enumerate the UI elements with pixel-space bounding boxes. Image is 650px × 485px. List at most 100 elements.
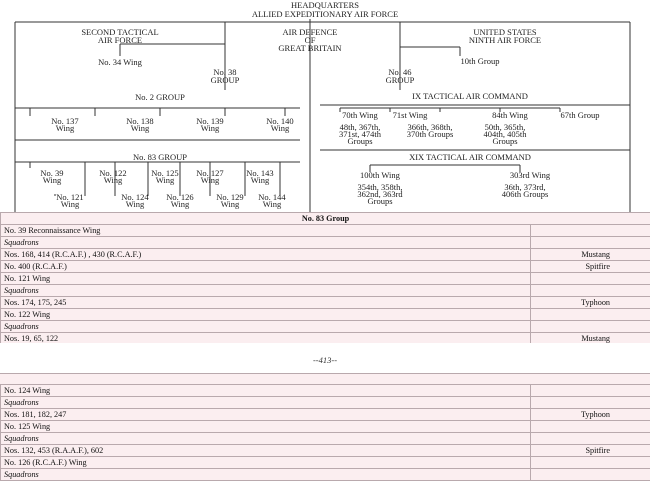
ix-tac: IX TACTICAL AIR COMMAND: [412, 91, 528, 101]
no144-line-1: No. 144: [258, 192, 286, 202]
chart-lines: [14, 19, 631, 212]
no46-line-1: No. 46: [388, 67, 411, 77]
no139-line-2: Wing: [201, 123, 220, 133]
no46-line-2: GROUP: [386, 75, 415, 85]
no2-group: No. 2 GROUP: [135, 92, 185, 102]
separator-band: [0, 373, 650, 385]
xix-wing-100: 100th Wing: [360, 170, 401, 180]
no126-line-1: No. 126: [166, 192, 193, 202]
no38-line-2: GROUP: [211, 75, 240, 85]
unit-cell: No. 400 (R.C.A.F.): [0, 260, 531, 273]
aircraft-type-cell: [530, 468, 650, 481]
aircraft-type-cell: [529, 284, 650, 297]
aircraft-type-cell: Typhoon: [529, 296, 650, 309]
no121-line-2: Wing: [61, 199, 80, 209]
table-header-row: No. 83 Group: [0, 212, 650, 225]
no138-line-2: Wing: [131, 123, 150, 133]
table-row: No. 126 (R.C.A.F.) Wing: [0, 456, 650, 469]
no143-line-1: No. 143: [246, 168, 273, 178]
second-taf-line-2: AIR FORCE: [98, 35, 142, 45]
no39-line-1: No. 39: [40, 168, 63, 178]
unit-cell: No. 122 Wing: [0, 308, 531, 321]
page-separator: --413--: [0, 343, 650, 385]
us-ninth-line-2: NINTH AIR FORCE: [469, 35, 541, 45]
unit-cell: Squadrons: [0, 468, 531, 481]
ix-group-67: 67th Group: [561, 110, 600, 120]
no129-line-1: No. 129: [216, 192, 243, 202]
table-row: Squadrons: [0, 396, 650, 409]
unit-cell: Nos. 168, 414 (R.C.A.F.) , 430 (R.C.A.F.…: [0, 248, 531, 261]
no127-line-2: Wing: [201, 175, 220, 185]
table-row: Squadrons: [0, 320, 650, 333]
aircraft-type-cell: Spitfire: [530, 444, 650, 457]
no34-wing: No. 34 Wing: [98, 57, 142, 67]
no144-line-2: Wing: [263, 199, 282, 209]
table-row: No. 400 (R.C.A.F.)Spitfire: [0, 260, 650, 273]
ix-groups-71-line-2: 370th Groups: [407, 129, 454, 139]
unit-cell: No. 124 Wing: [0, 384, 531, 397]
ix-groups-84-line-1: 50th, 365th,: [485, 122, 526, 132]
aircraft-type-cell: [529, 320, 650, 333]
no127-line-1: No. 127: [196, 168, 223, 178]
table-row: Squadrons: [0, 468, 650, 481]
ix-wing-71: 71st Wing: [393, 110, 428, 120]
aircraft-type-cell: Typhoon: [530, 408, 650, 421]
xix-groups-100-line-2: 362nd, 363rd: [357, 189, 403, 199]
no125-line-2: Wing: [156, 175, 175, 185]
unit-cell: Squadrons: [0, 236, 531, 249]
ix-groups-71-line-1: 366th, 368th,: [407, 122, 452, 132]
unit-cell: No. 125 Wing: [0, 420, 531, 433]
unit-cell: Nos. 174, 175, 245: [0, 296, 531, 309]
table-row: Squadrons: [0, 236, 650, 249]
hq-line-1: HEADQUARTERS: [291, 0, 359, 10]
aircraft-type-cell: [530, 456, 650, 469]
hq-line-2: ALLIED EXPEDITIONARY AIR FORCE: [252, 9, 398, 19]
ix-groups-70-line-2: 371st, 474th: [339, 129, 382, 139]
table-header: No. 83 Group: [0, 212, 650, 225]
chart-labels: HEADQUARTERS ALLIED EXPEDITIONARY AIR FO…: [40, 0, 599, 209]
table-row: Squadrons: [0, 284, 650, 297]
table-row: No. 121 Wing: [0, 272, 650, 285]
table-row: Nos. 168, 414 (R.C.A.F.) , 430 (R.C.A.F.…: [0, 248, 650, 261]
air-defence-line-3: GREAT BRITAIN: [278, 43, 341, 53]
aircraft-type-cell: [529, 308, 650, 321]
ix-wing-70: 70th Wing: [342, 110, 378, 120]
no139-line-1: No. 139: [196, 116, 223, 126]
no143-line-2: Wing: [251, 175, 270, 185]
table-row: Squadrons: [0, 432, 650, 445]
organization-chart: HEADQUARTERS ALLIED EXPEDITIONARY AIR FO…: [0, 0, 650, 212]
table-row: No. 125 Wing: [0, 420, 650, 433]
xix-wing-303: 303rd Wing: [510, 170, 551, 180]
no122-line-1: No. 122: [99, 168, 126, 178]
no125-line-1: No. 125: [151, 168, 178, 178]
us-ninth-line-1: UNITED STATES: [473, 27, 537, 37]
aircraft-type-cell: [529, 236, 650, 249]
unit-cell: No. 121 Wing: [0, 272, 531, 285]
aircraft-type-cell: [529, 224, 650, 237]
unit-cell: No. 126 (R.C.A.F.) Wing: [0, 456, 531, 469]
no140-line-1: No. 140: [266, 116, 293, 126]
ix-groups-70-line-3: Groups: [347, 136, 372, 146]
no124-line-1: No. 124: [121, 192, 149, 202]
page-number: --413--: [312, 355, 338, 365]
no140-line-2: Wing: [271, 123, 290, 133]
aircraft-type-cell: Spitfire: [529, 260, 650, 273]
no126-line-2: Wing: [171, 199, 190, 209]
aircraft-type-cell: [529, 272, 650, 285]
no138-line-1: No. 138: [126, 116, 153, 126]
no124-line-2: Wing: [126, 199, 145, 209]
ix-groups-84-line-2: 404th, 405th: [484, 129, 528, 139]
aircraft-type-cell: [530, 396, 650, 409]
aircraft-type-cell: [530, 420, 650, 433]
aircraft-type-cell: [530, 432, 650, 445]
no121-line-1: No. 121: [56, 192, 83, 202]
aircraft-type-cell: [530, 384, 650, 397]
aircraft-type-cell: Mustang: [529, 248, 650, 261]
tenth-group: 10th Group: [461, 56, 500, 66]
no122-line-2: Wing: [104, 175, 123, 185]
unit-cell: Nos. 181, 182, 247: [0, 408, 531, 421]
